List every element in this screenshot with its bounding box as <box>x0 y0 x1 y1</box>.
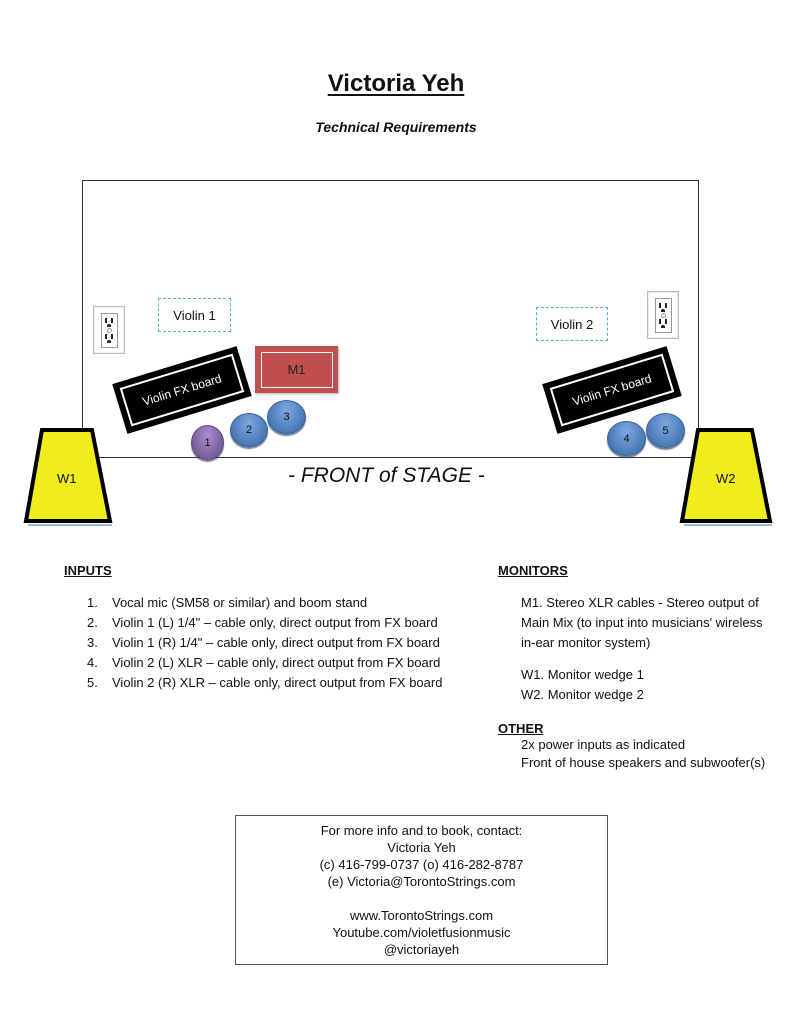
other-item: 2x power inputs as indicated <box>521 737 686 752</box>
list-item: 4. Violin 2 (L) XLR – cable only, direct … <box>87 653 442 673</box>
input-3-marker: 3 <box>267 400 306 434</box>
other-heading: OTHER <box>498 721 544 736</box>
social-handle-link[interactable]: @victoriayeh <box>383 942 460 957</box>
contact-name: Victoria Yeh <box>387 840 456 855</box>
contact-phones: (c) 416-799-0737 (o) 416-282-8787 <box>319 857 524 872</box>
wedge-w1 <box>23 428 113 526</box>
item-number: 3. <box>87 635 98 650</box>
wedge-w2 <box>679 428 773 526</box>
contact-intro: For more info and to book, contact: <box>320 823 523 838</box>
m1-line: in-ear monitor system) <box>521 635 651 650</box>
item-text: Violin 1 (R) 1/4" – cable only, direct o… <box>112 635 440 650</box>
title-text: Victoria Yeh <box>327 70 465 97</box>
violin-2-position: Violin 2 <box>536 307 608 341</box>
monitors-wedges: W1. Monitor wedge 1 W2. Monitor wedge 2 <box>521 665 644 705</box>
inputs-list: 1. Vocal mic (SM58 or similar) and boom s… <box>87 593 442 693</box>
website-link[interactable]: www.TorontoStrings.com <box>349 908 494 923</box>
item-text: Violin 1 (L) 1/4" – cable only, direct o… <box>112 615 438 630</box>
item-number: 5. <box>87 675 98 690</box>
contact-box: For more info and to book, contact: Vict… <box>235 815 608 965</box>
wedge-w1-label: W1 <box>57 471 77 486</box>
item-text: Violin 2 (L) XLR – cable only, direct ou… <box>112 655 441 670</box>
item-number: 4. <box>87 655 98 670</box>
item-number: 2. <box>87 615 98 630</box>
list-item: 3. Violin 1 (R) 1/4" – cable only, direct… <box>87 633 442 653</box>
input-4-marker: 4 <box>607 421 646 456</box>
input-2-marker: 2 <box>230 413 268 447</box>
other-list: 2x power inputs as indicated Front of ho… <box>521 736 765 772</box>
page-subtitle: Technical Requirements <box>315 119 477 135</box>
list-item: 2. Violin 1 (L) 1/4" – cable only, direct… <box>87 613 442 633</box>
m1-label: M1 <box>260 351 333 388</box>
m1-line: M1. Stereo XLR cables - Stereo output of <box>521 595 759 610</box>
monitors-m1: M1. Stereo XLR cables - Stereo output of… <box>521 593 763 653</box>
list-item: 1. Vocal mic (SM58 or similar) and boom s… <box>87 593 442 613</box>
violin-1-position: Violin 1 <box>158 298 231 332</box>
wedge-line: W2. Monitor wedge 2 <box>521 687 644 702</box>
item-text: Violin 2 (R) XLR – cable only, direct ou… <box>112 675 443 690</box>
front-of-stage-label: - FRONT of STAGE - <box>288 464 485 487</box>
item-number: 1. <box>87 595 98 610</box>
m1-line: Main Mix (to input into musicians' wirel… <box>521 615 763 630</box>
m1-monitor-mix: M1 <box>255 346 338 393</box>
wedge-line: W1. Monitor wedge 1 <box>521 667 644 682</box>
page-title: Victoria Yeh <box>0 70 792 98</box>
wedge-w2-label: W2 <box>716 471 736 486</box>
contact-email: (e) Victoria@TorontoStrings.com <box>327 874 516 889</box>
input-5-marker: 5 <box>646 413 685 448</box>
other-item: Front of house speakers and subwoofer(s) <box>521 755 766 770</box>
power-outlet-icon <box>647 291 679 339</box>
stage-area <box>82 180 699 458</box>
youtube-link[interactable]: Youtube.com/violetfusionmusic <box>332 925 511 940</box>
power-outlet-icon <box>93 306 125 354</box>
inputs-heading: INPUTS <box>64 563 112 578</box>
item-text: Vocal mic (SM58 or similar) and boom sta… <box>112 595 368 610</box>
input-1-marker: 1 <box>191 425 224 460</box>
list-item: 5. Violin 2 (R) XLR – cable only, direct … <box>87 673 442 693</box>
monitors-heading: MONITORS <box>498 563 568 578</box>
